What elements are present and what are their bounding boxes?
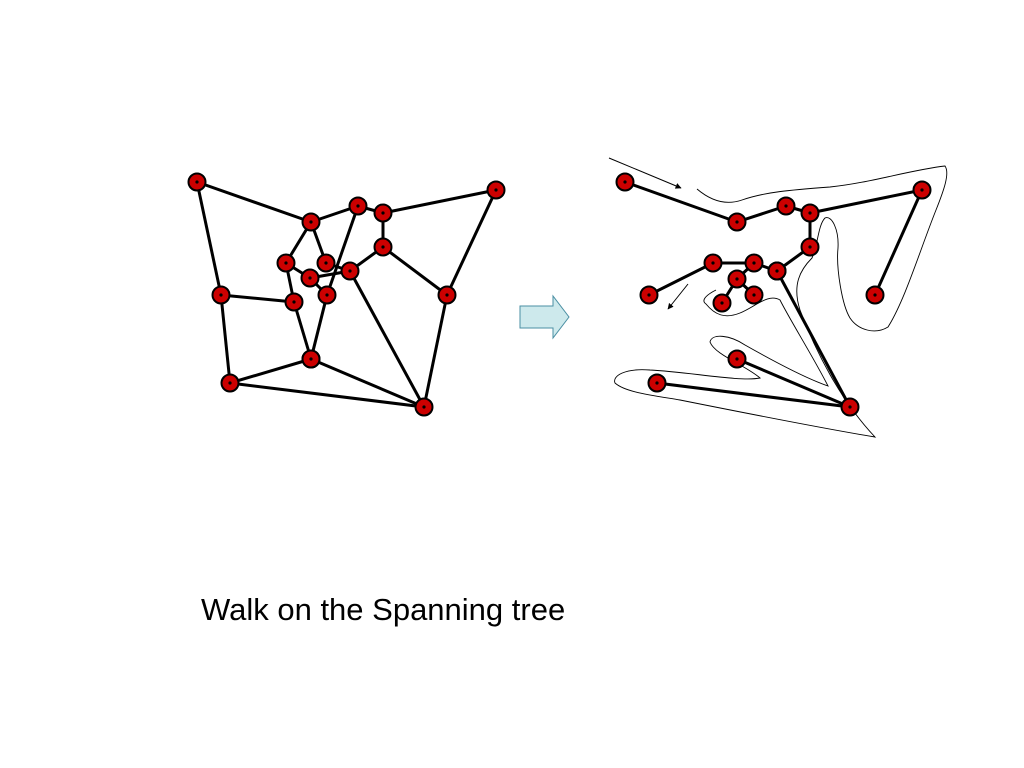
tree-node-t2 xyxy=(727,212,747,232)
graph-edge-n3-n11 xyxy=(325,205,360,296)
tree-node-t4 xyxy=(800,203,820,223)
graph-edge-n1-n8 xyxy=(195,181,223,296)
spanning-tree xyxy=(615,172,932,417)
walk-inner-arrow xyxy=(667,283,689,310)
graph-edge-n14-n15 xyxy=(310,357,425,409)
graph-node-n7 xyxy=(373,237,393,257)
graph-edge-n7-n18 xyxy=(382,245,448,297)
graph-edge-n10-n15 xyxy=(348,270,426,408)
tree-node-t5 xyxy=(912,180,932,200)
graph-node-n3 xyxy=(348,196,368,216)
tree-node-t18 xyxy=(767,261,787,281)
graph-node-n9 xyxy=(284,292,304,312)
graph-edge-n9-n14 xyxy=(292,301,313,360)
graph-node-n17 xyxy=(486,180,506,200)
tree-node-t16 xyxy=(727,349,747,369)
graph-edge-n8-n9 xyxy=(220,293,295,304)
graph-node-n11 xyxy=(317,285,337,305)
graph-edge-n18-n15 xyxy=(422,294,449,408)
tree-node-t6 xyxy=(865,285,885,305)
graph-node-n6 xyxy=(316,253,336,273)
tree-edge-t15-t16 xyxy=(736,357,851,409)
graph-node-n2 xyxy=(301,212,321,232)
graph-node-n10 xyxy=(340,261,360,281)
original-graph xyxy=(187,172,506,417)
tree-node-t11 xyxy=(712,293,732,313)
tree-node-t13 xyxy=(703,253,723,273)
tree-node-t3 xyxy=(776,196,796,216)
walk-path xyxy=(608,157,948,438)
walk-contour xyxy=(614,165,948,438)
tree-node-t15 xyxy=(840,397,860,417)
graph-node-n16 xyxy=(301,349,321,369)
graph-node-n1 xyxy=(187,172,207,192)
tree-edge-t8-t15 xyxy=(775,270,852,408)
tree-node-t9 xyxy=(744,253,764,273)
graph-edge-n4-n17 xyxy=(382,188,497,215)
graph-node-n13 xyxy=(220,373,240,393)
graph-edge-n8-n13 xyxy=(219,294,232,384)
tree-node-t10 xyxy=(727,269,747,289)
tree-node-t7 xyxy=(800,237,820,257)
graph-node-n4 xyxy=(373,203,393,223)
walk-start-arrow xyxy=(608,157,682,189)
graph-edge-n13-n15 xyxy=(229,381,425,409)
tree-node-t12 xyxy=(744,285,764,305)
tree-node-t17 xyxy=(647,373,667,393)
graph-edge-n11-n14 xyxy=(309,294,329,360)
graph-edge-n13-n14 xyxy=(229,357,312,385)
graph-edge-n17-n18 xyxy=(445,189,498,296)
tree-edge-t5-t6 xyxy=(873,189,924,296)
tree-edge-t15-t17 xyxy=(656,381,851,409)
tree-nodes xyxy=(615,172,932,417)
tree-edge-t1-t2 xyxy=(624,180,738,224)
graph-node-n5 xyxy=(276,253,296,273)
graph-node-n18 xyxy=(437,285,457,305)
graph-nodes xyxy=(187,172,506,417)
tree-edge-t13-t14 xyxy=(648,261,714,297)
graph-edge-n1-n2 xyxy=(196,180,312,224)
graph-node-n12 xyxy=(300,268,320,288)
tree-node-t14 xyxy=(639,285,659,305)
graph-node-n8 xyxy=(211,285,231,305)
right-arrow-icon xyxy=(519,294,570,340)
caption: Walk on the Spanning tree xyxy=(201,592,566,627)
graph-node-n15 xyxy=(414,397,434,417)
tree-node-t1 xyxy=(615,172,635,192)
tree-edge-t4-t5 xyxy=(809,188,923,215)
